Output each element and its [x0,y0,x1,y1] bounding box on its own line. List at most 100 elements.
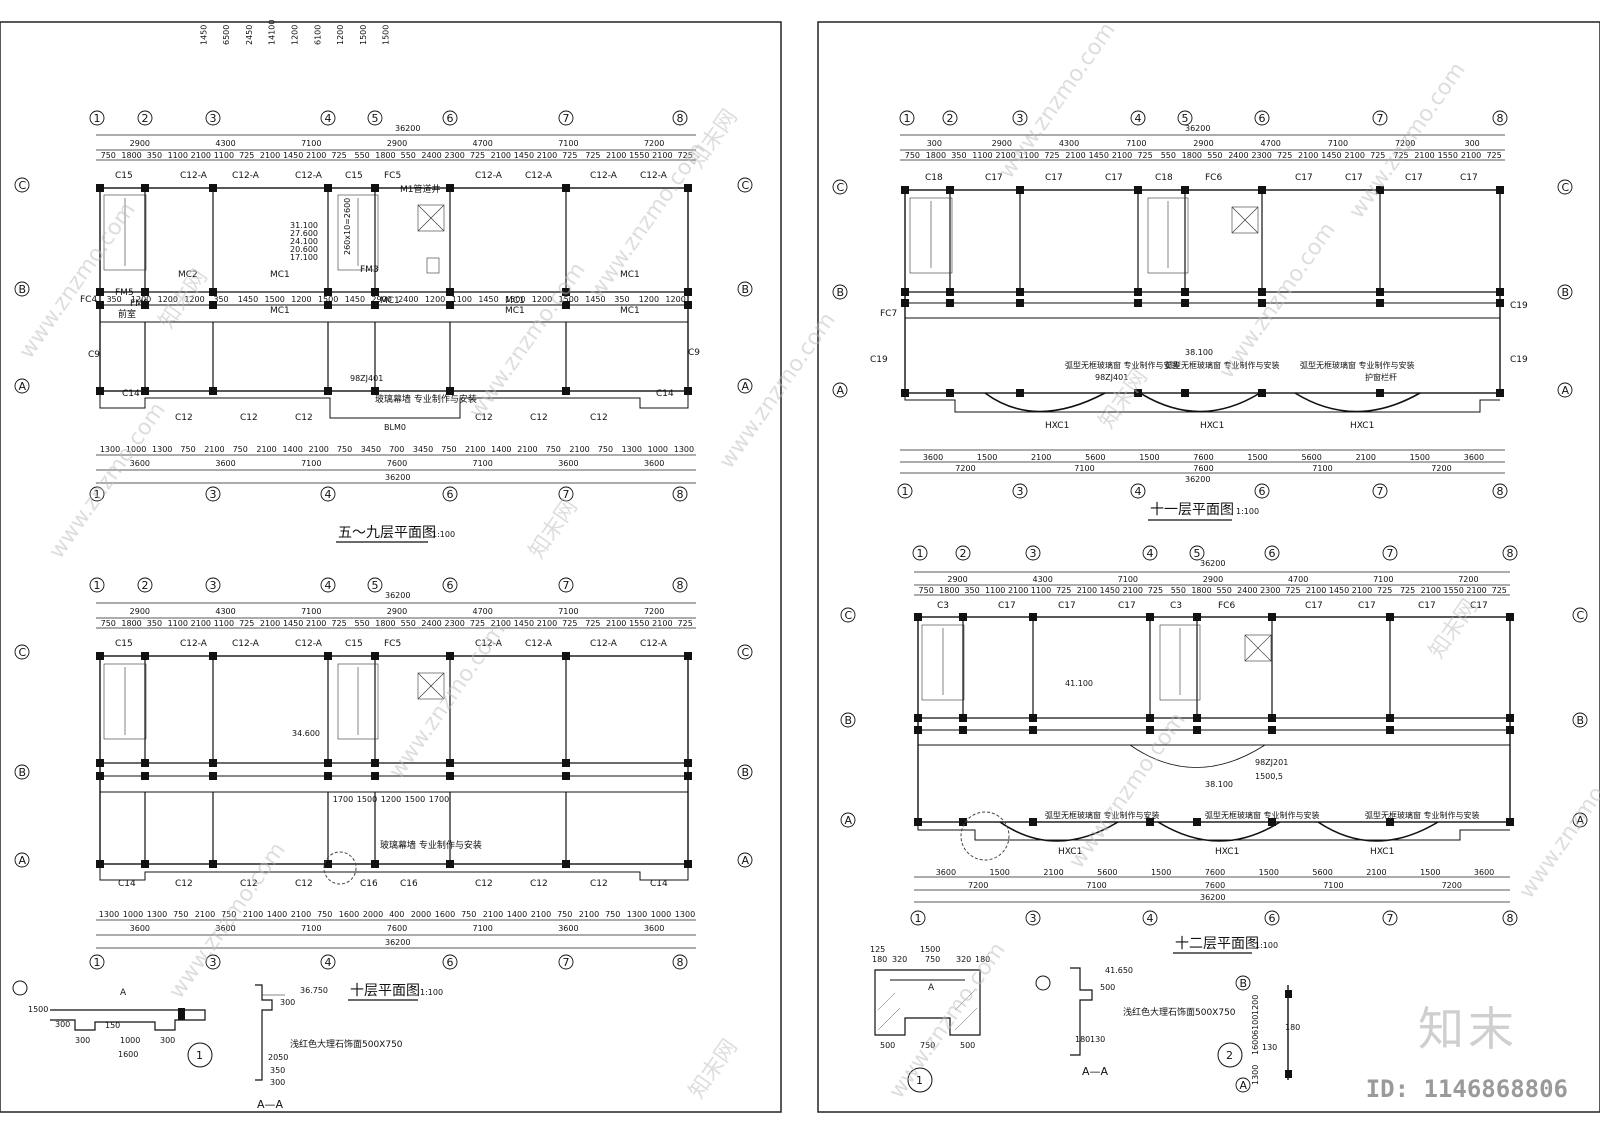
axis-label: 8 [677,112,684,125]
detail-dim: 1300 [1251,1065,1260,1085]
axis-circle [1235,975,1251,991]
column [562,772,570,780]
axis-circle [737,764,753,780]
axis-label: 4 [325,579,332,592]
axis-circle [672,486,688,502]
axis-label: B [742,283,750,296]
window-label: C16 [360,879,378,889]
column [96,288,104,296]
top-dim-detail: 350 [951,151,966,160]
top-dimension-lines [914,571,1510,596]
column [1496,299,1504,307]
note-code: 98ZJ401 [1095,373,1128,382]
column [1506,818,1514,826]
axis-marker-7: 7 [1382,910,1398,926]
column [1029,726,1037,734]
axis-circle [1254,483,1270,499]
side-window-label: C19 [1510,355,1528,365]
column [684,860,692,868]
axis-marker-B: B [737,281,753,297]
room-label: MC1 [270,270,290,280]
axis-marker-A: A [1235,1077,1251,1093]
column [1496,288,1504,296]
axis-circle [320,577,336,593]
room-label: MC1 [505,296,525,306]
detail-dim: 130 [1090,1035,1105,1044]
plan-scale: 1:100 [1236,507,1259,516]
corridor-dim: 1200 [131,295,151,304]
material-note: 浅红色大理石饰面500X750 [290,1038,403,1050]
axis-circle [1130,110,1146,126]
top-dim: 4700 [1261,139,1281,148]
window-label: C17 [1358,601,1376,611]
axis-label: 8 [1507,912,1514,925]
axis-label: 6 [1269,547,1276,560]
corridor-dim: 1450 [478,295,498,304]
axis-circle [1502,910,1518,926]
detail-number: 1 [196,1049,203,1062]
room-label: MC1 [270,306,290,316]
axis-marker-1: 1 [910,910,926,926]
watermark-text: 知末网 [524,495,582,563]
axis-marker-6: 6 [442,110,458,126]
axis-circle [1264,545,1280,561]
bottom-dim: 5600 [1312,868,1332,877]
detail-dim: 130 [1262,1043,1277,1052]
axis-label: 7 [563,112,570,125]
top-dim-detail: 2100 [1345,151,1365,160]
axis-label: 6 [447,488,454,501]
axis-marker-1: 1 [897,483,913,499]
axis-circle [1572,712,1588,728]
bottom-dim: 750 [180,445,195,454]
top-dim-detail: 2100 [191,619,211,628]
top-dim-detail: 2300 [444,151,464,160]
bottom-dim: 1500 [1151,868,1171,877]
side-window-label: C19 [1510,301,1528,311]
bottom-dim: 7600 [1205,868,1225,877]
column [371,301,379,309]
axis-circle [442,110,458,126]
stair-center [1147,197,1189,274]
axis-label: 3 [1030,912,1037,925]
window-label: C12-A [640,639,668,649]
bottom-dim: 1000 [123,910,143,919]
axis-circle [955,545,971,561]
axis-marker-4: 4 [320,486,336,502]
top-dim: 4700 [473,607,493,616]
axis-label: 4 [1147,912,1154,925]
detail-dim: 1200 [1251,995,1260,1015]
column [901,389,909,397]
axis-marker-C: C [14,177,30,193]
axis-circle [897,483,913,499]
column [901,186,909,194]
axis-marker-2: 2 [942,110,958,126]
bottom-dim: 3600 [130,924,150,933]
detail-dim: 6100 [1251,1015,1260,1035]
arc-window-code: HXC1 [1058,847,1082,857]
window-label: C12-A [180,639,208,649]
axis-circle [558,486,574,502]
axis-label: B [1562,286,1570,299]
axis-label: 7 [563,488,570,501]
top-dim-detail: 2100 [996,151,1016,160]
bottom-dim: 1300 [100,445,120,454]
window-label: FC6 [1218,601,1235,611]
bottom-dim: 700 [389,445,404,454]
watermark-text: www.znzmo.com [164,838,290,1003]
window-label: C12 [295,413,313,423]
top-dim-detail: 725 [331,151,346,160]
bottom-dim: 2100 [1356,453,1376,462]
bottom-dim: 1500 [1410,453,1430,462]
axis-marker-4: 4 [320,110,336,126]
axis-label: A [1562,384,1570,397]
axis-circle [320,110,336,126]
top-dim-detail: 1800 [1191,586,1211,595]
top-dim: 7100 [558,139,578,148]
detail-dim: 2050 [268,1053,288,1062]
bottom-dim: 3600 [644,459,664,468]
